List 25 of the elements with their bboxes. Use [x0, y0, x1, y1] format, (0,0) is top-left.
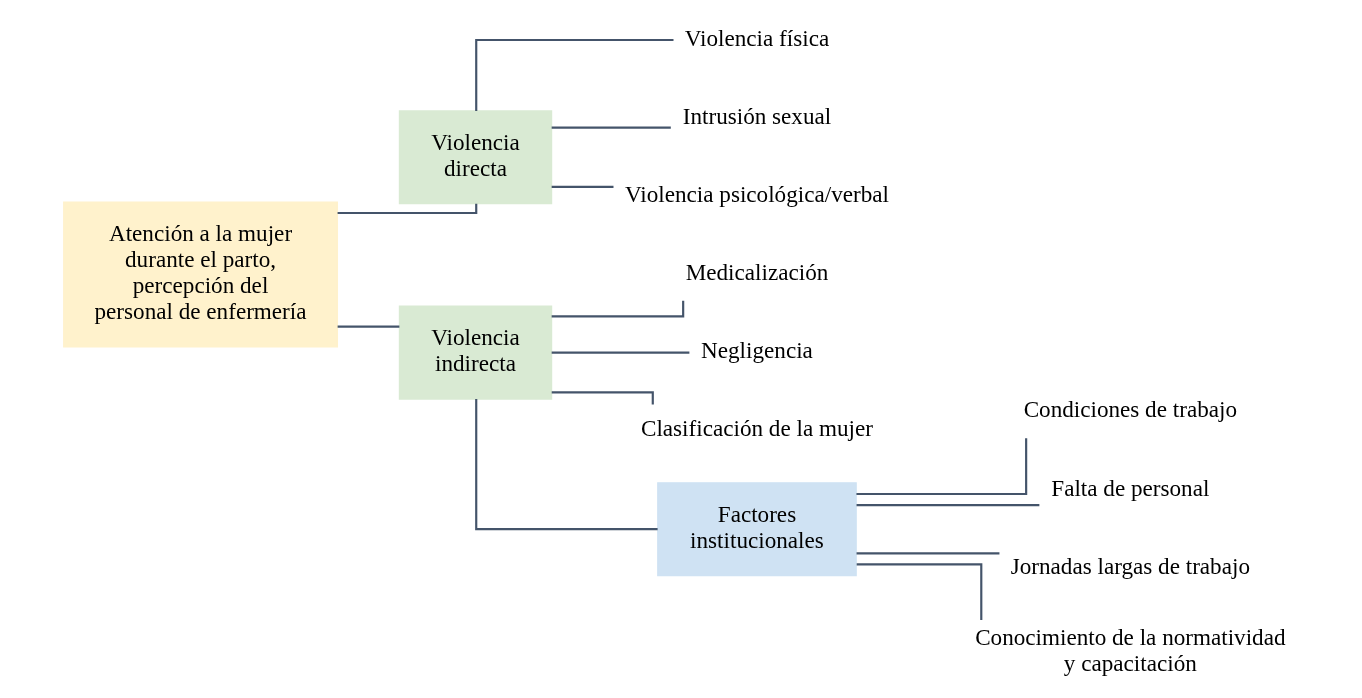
connector [856, 563, 983, 620]
node-text: Clasificación de la mujer [640, 415, 873, 442]
connector [475, 38, 674, 111]
node-text: Negligencia [701, 337, 813, 364]
node-text: Falta de personal [1051, 474, 1210, 501]
connector [856, 503, 1040, 507]
connector [337, 325, 400, 328]
connector [551, 126, 671, 129]
node-box: Violencia indirecta [398, 305, 553, 400]
node-text: Condiciones de trabajo [1023, 396, 1238, 423]
node-box: Atención a la mujer durante el parto, percepción del personal de enfermería [63, 201, 339, 348]
node-text: Violencia física [684, 24, 830, 51]
node-text: Jornadas largas de trabajo [1010, 552, 1250, 579]
connector [475, 399, 658, 531]
connector [856, 438, 1028, 496]
node-box: Violencia directa [398, 110, 553, 205]
connector [856, 552, 1000, 555]
node-text: Intrusión sexual [682, 102, 832, 129]
node-text: Conocimiento de la normatividad y capacitación [975, 623, 1286, 676]
connector [551, 185, 614, 188]
node-box: Factores institucionales [657, 482, 857, 577]
connector [551, 351, 690, 354]
connector [337, 203, 478, 215]
node-text: Medicalización [685, 258, 829, 285]
node-text: Violencia psicológica/verbal [624, 180, 889, 207]
